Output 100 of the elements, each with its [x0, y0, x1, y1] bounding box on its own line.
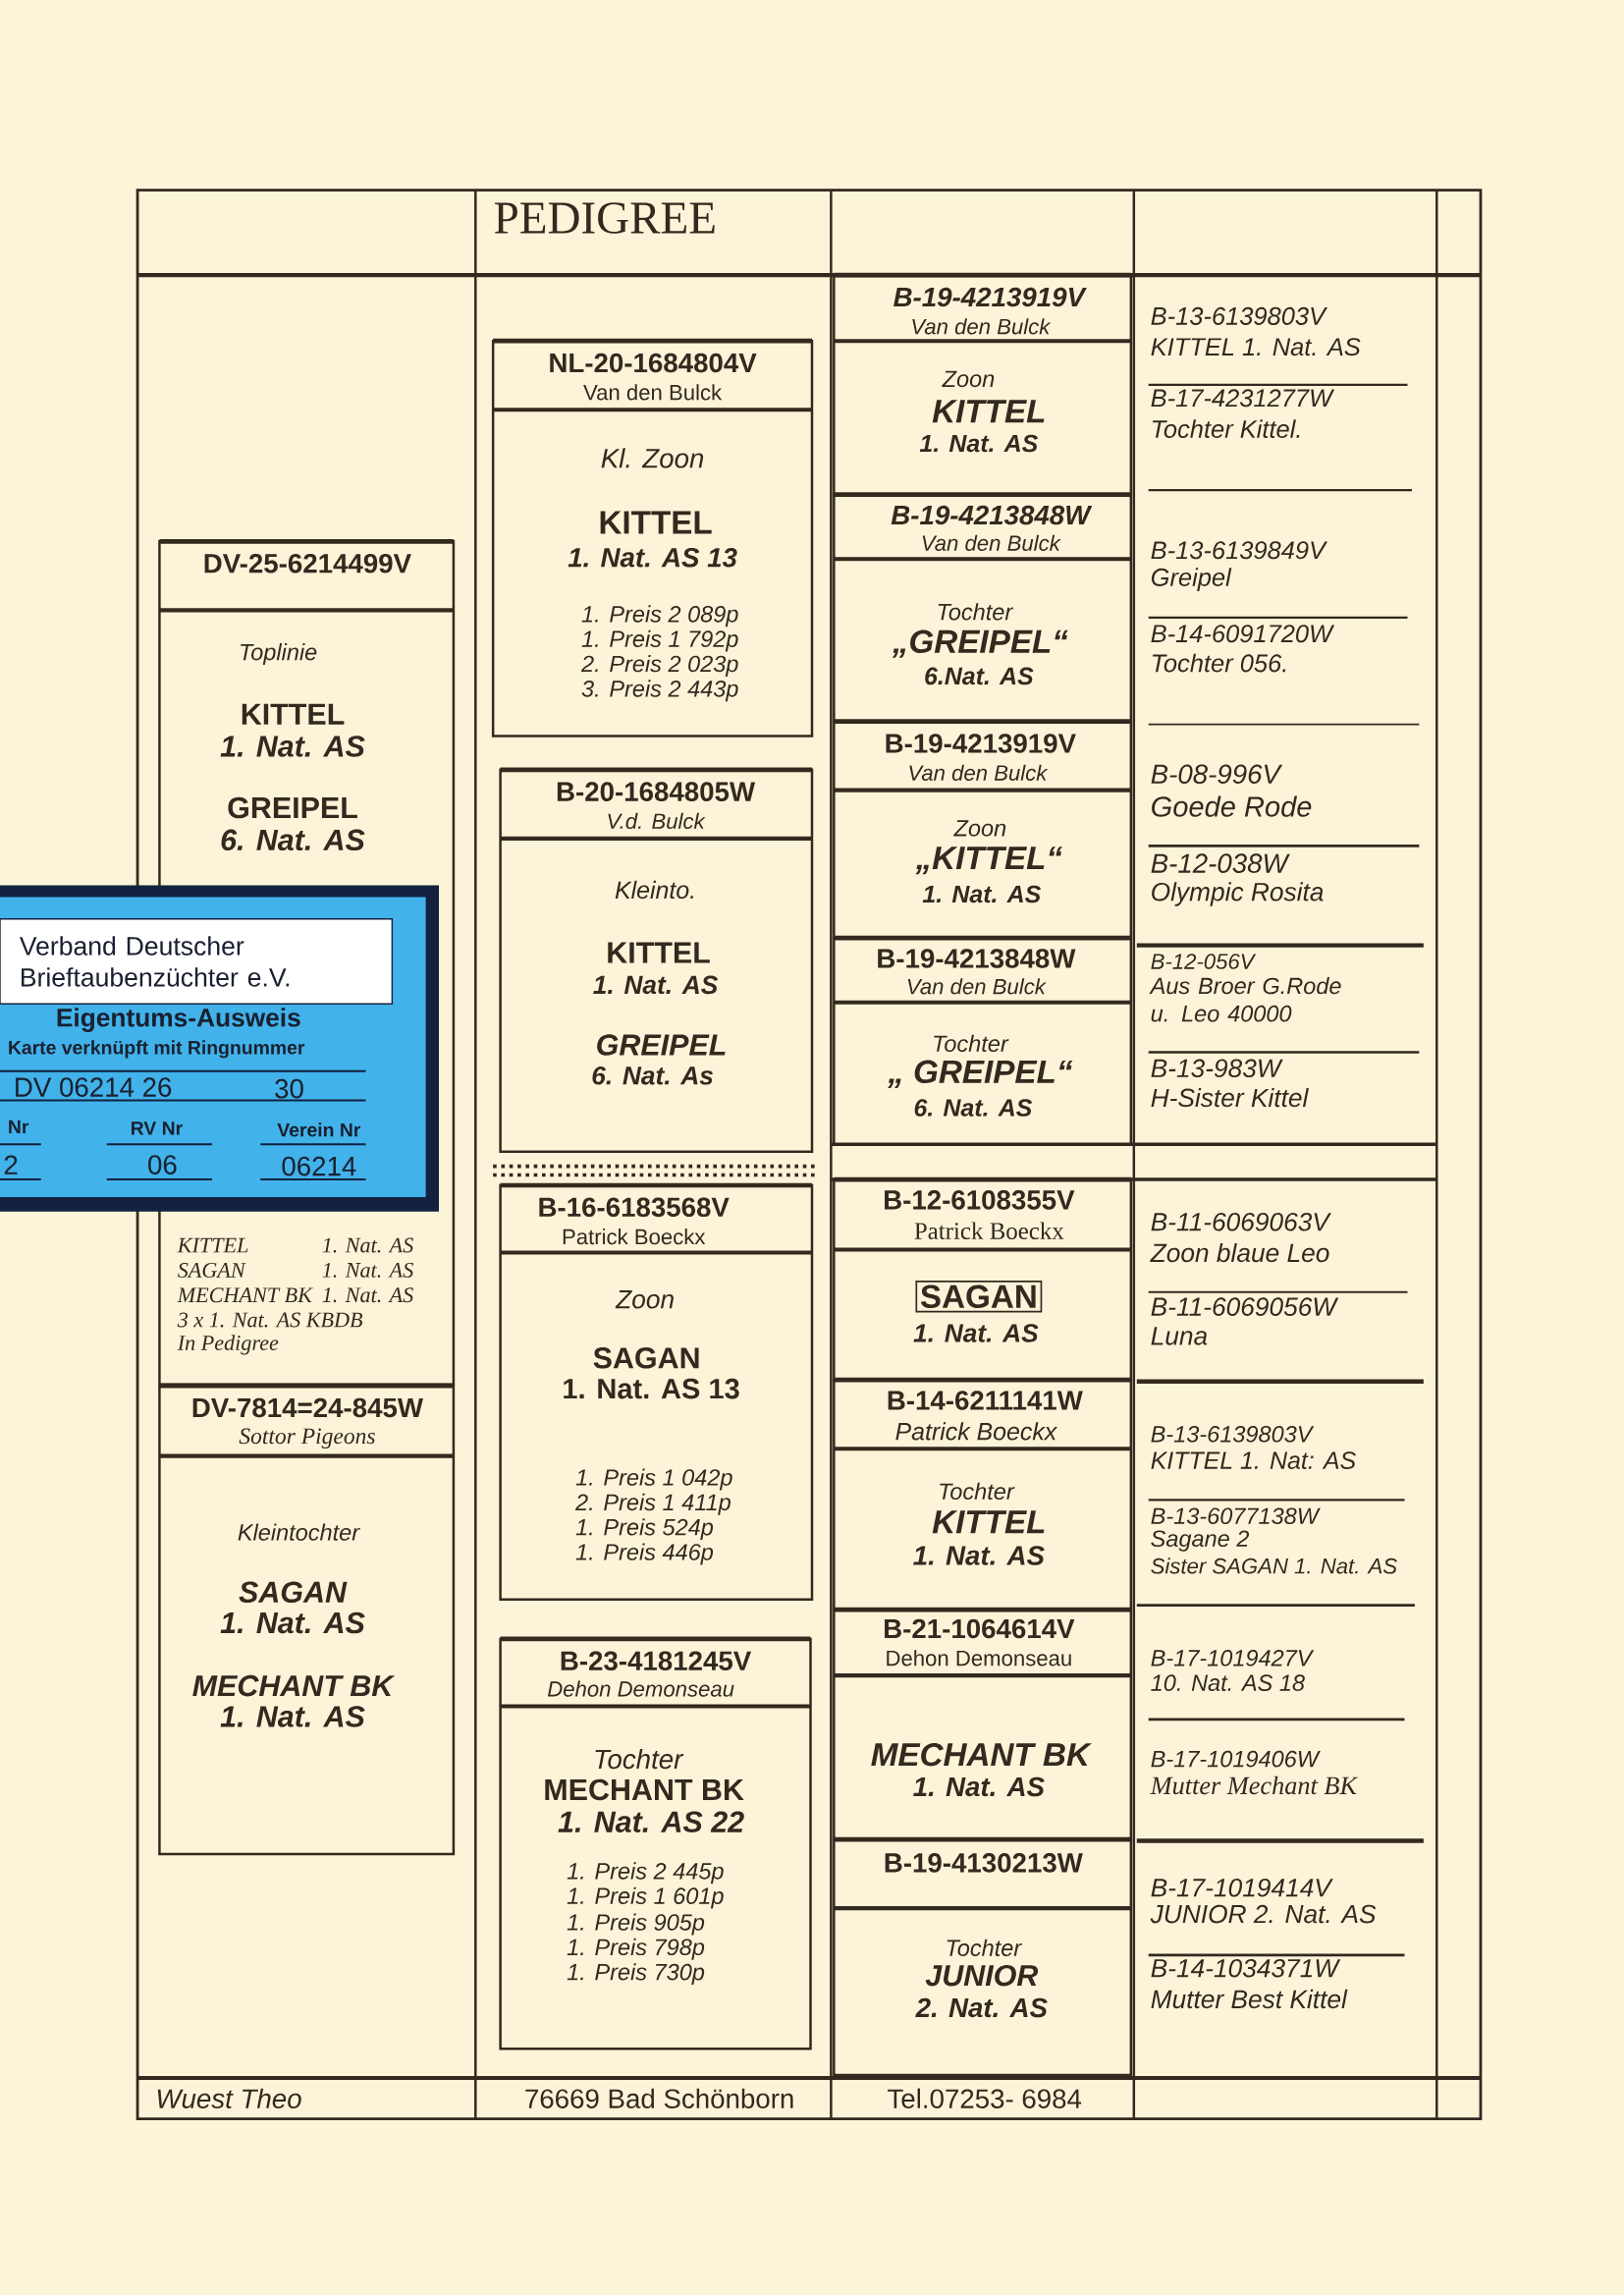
ring-number: B-19-4213848W — [878, 949, 1076, 968]
relation-text: Toplinie — [241, 643, 317, 666]
field-value: 2 — [4, 1155, 18, 1175]
result-text: 1. Nat. AS — [220, 1706, 365, 1727]
prize-line: 1. Preis 1 792p — [581, 629, 738, 652]
ring-number: B-17-4231277W — [1151, 389, 1335, 408]
pigeon-name: KITTEL — [932, 400, 1045, 423]
association-name: Verband Deutscher Brieftaubenzüchter e.V. — [19, 936, 290, 987]
field-label: Verein Nr — [277, 1122, 361, 1137]
field-label: Nr — [9, 1120, 29, 1134]
field-value: 06214 — [282, 1156, 356, 1176]
field-value: 06 — [148, 1155, 177, 1175]
ancestor-text: KITTEL 1. Nat. AS — [1151, 338, 1361, 356]
ring-number: B-12-038W — [1151, 853, 1290, 873]
result-text: 1. Nat. AS 22 — [558, 1811, 744, 1832]
ancestor-text: Aus Broer G.Rode u. Leo 40000 — [1149, 977, 1341, 1022]
prize-line: 1. Preis 1 601p — [567, 1886, 724, 1909]
breeder-name: Dehon Demonseau — [887, 1650, 1071, 1667]
prize-line: 1. Preis 2 445p — [567, 1862, 724, 1885]
relation-text: Tochter — [947, 1939, 1022, 1956]
breeder-name: Van den Bulck — [922, 534, 1061, 551]
pigeon-name: KITTEL — [242, 703, 345, 725]
ancestor-text: H-Sister Kittel — [1151, 1087, 1309, 1108]
relation-text: Zoon — [942, 370, 995, 388]
ring-number: B-13-6077138W — [1151, 1507, 1321, 1525]
ring-number: B-19-4213919V — [886, 734, 1076, 753]
ring-number: B-14-6211141W — [888, 1391, 1083, 1410]
result-text: 1. Nat. AS — [913, 1546, 1045, 1565]
relation-text: Tochter — [938, 603, 1014, 621]
result-text: 1. Nat. AS — [919, 434, 1039, 453]
ancestor-text: Tochter 056. — [1152, 653, 1286, 673]
ancestor-text: Mutter Best Kittel — [1151, 1989, 1348, 2009]
footer-text: 76669 Bad Schönborn — [525, 2088, 793, 2108]
card-heading: Eigentums-Ausweis — [57, 1008, 300, 1032]
ancestor-text: Tochter Kittel. — [1152, 419, 1300, 438]
ring-number: B-12-056V — [1151, 954, 1257, 969]
result-text: 1. Nat. AS — [322, 1262, 413, 1278]
ancestor-text: Zoon blaue Leo — [1150, 1242, 1329, 1263]
result-text: 6.Nat. AS — [925, 667, 1034, 685]
prize-line: 1. Preis 2 089p — [581, 605, 738, 628]
breeder-name: Patrick Boeckx — [895, 1422, 1057, 1441]
result-text: 6. Nat. As — [592, 1066, 713, 1085]
breeder-name: Van den Bulck — [907, 978, 1047, 995]
ring-number: B-21-1064614V — [885, 1618, 1075, 1639]
ring-number: B-17-1019414V — [1151, 1878, 1333, 1897]
pigeon-name: „ GREIPEL“ — [888, 1060, 1073, 1088]
prize-line: 1. Preis 798p — [567, 1938, 705, 1960]
prize-line: 1. Preis 905p — [567, 1913, 705, 1936]
ring-number: DV-25-6214499V — [204, 553, 411, 574]
relation-text: Tochter — [934, 1034, 1009, 1053]
pigeon-name: GREIPEL — [228, 796, 357, 819]
ring-number: B-20-1684805W — [557, 782, 756, 801]
pigeon-name: MECHANT BK — [871, 1742, 1092, 1767]
ring-number: B-17-1019427V — [1151, 1650, 1315, 1667]
breeder-name: Van den Bulck — [583, 384, 723, 401]
result-text: 2. Nat. AS — [915, 1997, 1048, 2018]
relation-text: Kl. Zoon — [601, 448, 704, 468]
ring-number: B-12-6108355V — [885, 1190, 1075, 1210]
breeder-name: Sottor Pigeons — [239, 1428, 375, 1449]
result-text: 1. Nat. AS — [593, 975, 719, 995]
pigeon-name: SAGAN — [915, 1281, 1043, 1313]
prize-line: 1. Preis 446p — [575, 1543, 714, 1565]
ring-number: B-13-983W — [1151, 1059, 1283, 1078]
relation-text: Kleintochter — [238, 1523, 360, 1541]
prize-line: 1. Preis 524p — [575, 1518, 714, 1541]
ancestor-text: Olympic Rosita — [1152, 882, 1324, 906]
ring-number: B-08-996V — [1151, 764, 1283, 785]
ancestor-text: JUNIOR 2. Nat. AS — [1150, 1904, 1377, 1924]
ring-number: DV-7814=24-845W — [192, 1397, 423, 1418]
pigeon-name: KITTEL — [600, 511, 712, 534]
ancestor-text: KITTEL 1. Nat: AS — [1151, 1451, 1356, 1469]
pigeon-name: „GREIPEL“ — [892, 629, 1068, 658]
result-text: 1. Nat. AS — [922, 885, 1042, 903]
pigeon-name: MECHANT BK — [177, 1287, 313, 1303]
ring-number: B-23-4181245V — [561, 1651, 752, 1671]
ring-number: B-19-4130213W — [885, 1853, 1083, 1873]
breeder-name: Van den Bulck — [912, 318, 1052, 335]
pigeon-name: JUNIOR — [925, 1964, 1039, 1987]
title: PEDIGREE — [494, 202, 715, 234]
relation-text: Zoon — [953, 820, 1006, 837]
ring-number: B-17-1019406W — [1151, 1750, 1321, 1768]
pigeon-name: „KITTEL“ — [915, 847, 1063, 875]
result-text: 1. Nat. AS — [913, 1324, 1039, 1342]
result-text: 1. Nat. AS 13 — [564, 1378, 739, 1399]
result-text: 1. Nat. AS — [322, 1237, 413, 1253]
breeder-name: Dehon Demonseau — [547, 1680, 734, 1697]
ancestor-text: Goede Rode — [1152, 795, 1312, 817]
ancestor-text: Luna — [1151, 1327, 1208, 1345]
field-value: DV 06214 26 — [16, 1077, 172, 1097]
result-text: 6. Nat. AS — [221, 829, 365, 851]
ring-number: B-19-4213848W — [891, 505, 1093, 525]
field-value: 30 — [275, 1078, 303, 1099]
note-text: 3 x 1. Nat. AS KBDB — [177, 1312, 363, 1328]
ancestor-text: Sister SAGAN 1. Nat. AS — [1151, 1557, 1397, 1574]
prize-line: 2. Preis 2 023p — [580, 655, 738, 677]
prize-line: 1. Preis 730p — [567, 1963, 705, 1986]
breeder-name: Patrick Boeckx — [914, 1222, 1064, 1239]
ring-number: B-13-6139803V — [1151, 1426, 1315, 1443]
result-text: 1. Nat. AS — [220, 1612, 365, 1634]
card-subheading: Karte verknüpft mit Ringnummer — [9, 1040, 305, 1059]
